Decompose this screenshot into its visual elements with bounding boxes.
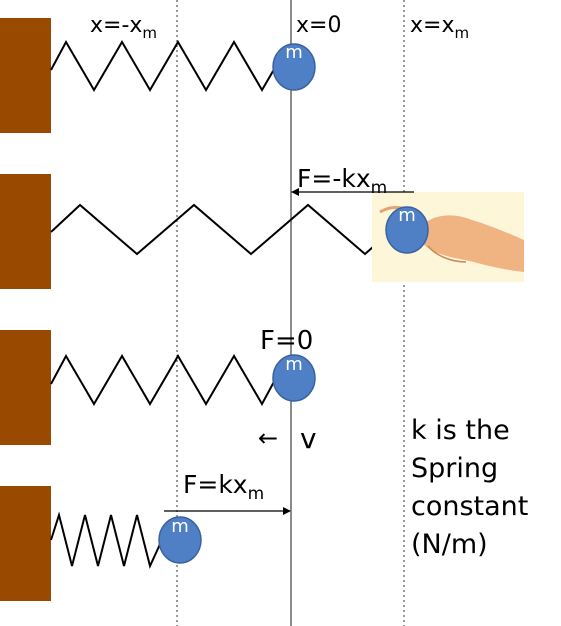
spring-row2: [50, 203, 391, 256]
force-label-row2: F=-kxm: [297, 164, 387, 198]
velocity-arrow: ←: [258, 424, 278, 452]
force-label-row4: F=kxm: [183, 470, 264, 504]
spring-constant-note: k is the Spring constant (N/m): [411, 415, 528, 560]
mass-row1: m: [272, 42, 316, 91]
wall-row3: [0, 330, 51, 445]
force-arrowhead-row2: [291, 188, 299, 196]
velocity-label: v: [300, 422, 317, 455]
mass-row4: m: [158, 516, 202, 564]
svg-text:Spring: Spring: [411, 453, 498, 484]
svg-text:constant: constant: [411, 491, 528, 522]
wall-row1: [0, 18, 51, 133]
spring-row4: [50, 511, 162, 569]
svg-text:m: m: [171, 516, 189, 537]
svg-text:k is the: k is the: [411, 415, 510, 446]
force-arrowhead-row4: [283, 507, 291, 515]
mass-row2: m: [385, 205, 429, 254]
svg-text:m: m: [285, 354, 303, 375]
spring-row1: [50, 39, 277, 92]
svg-text:(N/m): (N/m): [411, 529, 488, 560]
label-x-pos: x=xm: [410, 13, 469, 42]
svg-text:m: m: [285, 42, 303, 63]
label-x-zero: x=0: [296, 13, 341, 38]
wall-row4: [0, 486, 51, 601]
wall-row2: [0, 174, 51, 289]
spring-row3: [50, 353, 277, 407]
label-x-neg: x=-xm: [90, 13, 157, 42]
svg-text:m: m: [398, 205, 416, 226]
mass-row3: m: [272, 354, 316, 402]
force-label-row3: F=0: [260, 326, 313, 356]
